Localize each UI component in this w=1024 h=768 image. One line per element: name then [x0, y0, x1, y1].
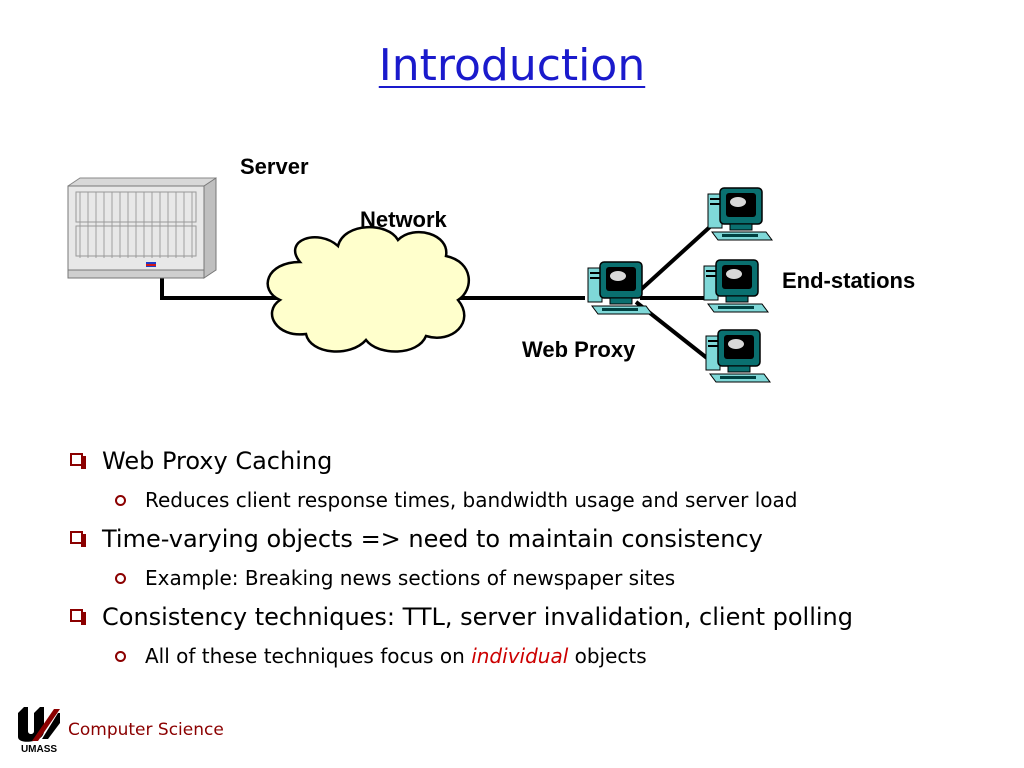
server-rack-icon: [67, 177, 217, 279]
bullet-text: Time-varying objects => need to maintain…: [102, 525, 763, 553]
bullet-item: Consistency techniques: TTL, server inva…: [70, 598, 970, 636]
proxy-computer-icon: [587, 261, 653, 315]
emphasis-text: individual: [471, 644, 569, 668]
square-bullet-icon: [70, 609, 86, 625]
network-diagram: [67, 177, 773, 383]
bullet-item: Web Proxy Caching: [70, 442, 970, 480]
umass-logo-icon: [18, 707, 60, 742]
slide-title: Introduction: [378, 40, 646, 91]
square-bullet-icon: [70, 453, 86, 469]
sub-bullet-text: Example: Breaking news sections of newsp…: [145, 566, 676, 590]
circle-bullet-icon: [115, 573, 126, 584]
circle-bullet-icon: [115, 651, 126, 662]
end-station-bottom-icon: [705, 329, 771, 383]
bullet-text: Web Proxy Caching: [102, 447, 333, 475]
end-stations-label: End-stations: [782, 268, 916, 293]
web-proxy-label: Web Proxy: [522, 337, 636, 362]
network-label: Network: [360, 207, 447, 232]
sub-bullet-item: Example: Breaking news sections of newsp…: [70, 558, 970, 598]
sub-bullet-text-after: objects: [568, 644, 647, 668]
server-label: Server: [240, 154, 309, 179]
bullet-text: Consistency techniques: TTL, server inva…: [102, 603, 853, 631]
sub-bullet-text: Reduces client response times, bandwidth…: [145, 488, 798, 512]
end-station-top-icon: [707, 187, 773, 241]
department-label: Computer Science: [68, 720, 224, 740]
bullet-item: Time-varying objects => need to maintain…: [70, 520, 970, 558]
bullet-list: Web Proxy Caching Reduces client respons…: [70, 442, 970, 676]
logo-text: UMASS: [20, 744, 58, 755]
proxy-endstation-link-top: [634, 223, 714, 296]
sub-bullet-text-before: All of these techniques focus on: [145, 644, 472, 668]
square-bullet-icon: [70, 531, 86, 547]
sub-bullet-item: All of these techniques focus on individ…: [70, 636, 970, 676]
circle-bullet-icon: [115, 495, 126, 506]
end-station-middle-icon: [703, 259, 769, 313]
cloud-icon: [266, 226, 471, 353]
sub-bullet-item: Reduces client response times, bandwidth…: [70, 480, 970, 520]
